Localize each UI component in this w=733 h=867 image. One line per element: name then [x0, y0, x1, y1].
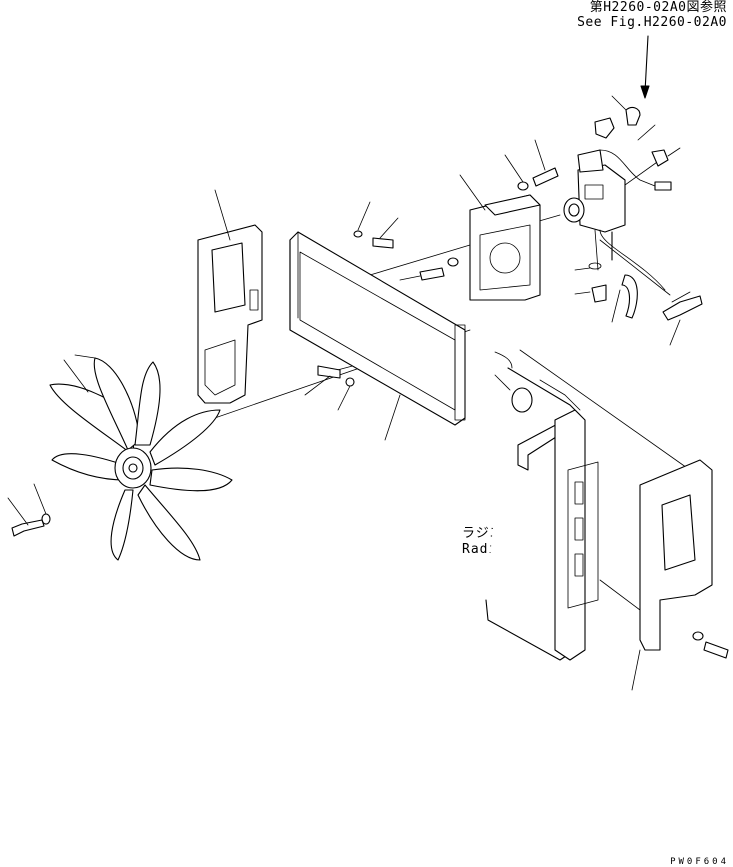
- hydraulic-pump: [563, 149, 672, 261]
- right-panel-bolt: [692, 631, 729, 659]
- bracket-bolts: [504, 139, 559, 191]
- frame-bolts: [304, 201, 459, 411]
- motor-bracket: [459, 174, 541, 301]
- pump-fittings: [574, 95, 703, 346]
- fan-bolt: [7, 483, 51, 537]
- center-frame: [289, 231, 466, 441]
- left-shroud-panel: [197, 189, 263, 404]
- radiator: [485, 367, 599, 661]
- cooling-fan: [49, 354, 233, 561]
- reference-arrow: [640, 35, 650, 99]
- hose: [494, 229, 666, 369]
- figure-reference-english: See Fig.H2260-02A0: [577, 15, 727, 30]
- figure-reference-japanese: 第H2260-02A0図参照: [589, 0, 727, 15]
- right-shroud-panel: [631, 459, 713, 691]
- drawing-id: PW0F604: [670, 857, 729, 867]
- figure-reference-note: 第H2260-02A0図参照 See Fig.H2260-02A0: [577, 0, 727, 30]
